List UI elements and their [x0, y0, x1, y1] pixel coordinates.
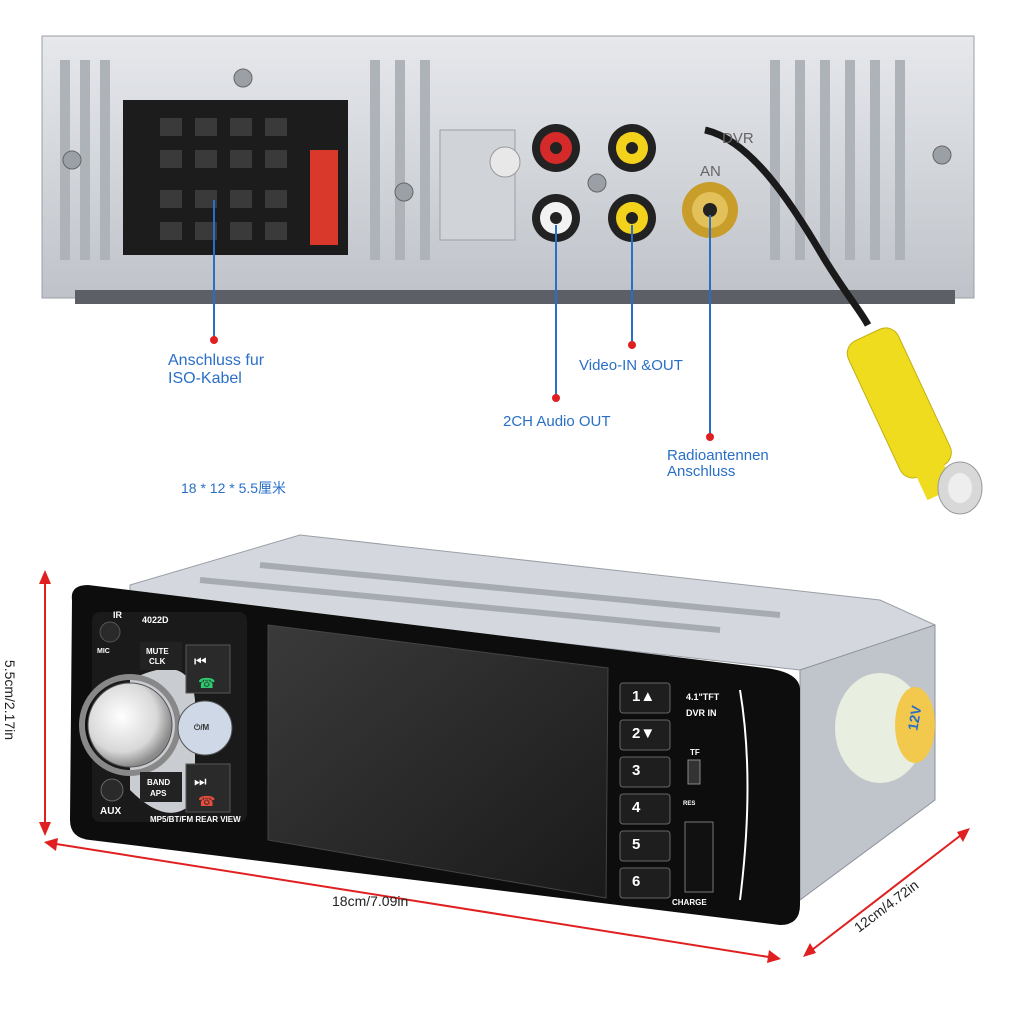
antenna-label-line1: Radioantennen: [667, 447, 769, 464]
height-dimension: 5.5cm/2.17in: [2, 659, 19, 741]
preset-1-label: 1▲: [632, 688, 656, 705]
screw-icon: [587, 173, 607, 193]
aux-label: AUX: [100, 806, 122, 817]
aux-jack: [100, 778, 124, 802]
power-button[interactable]: [177, 700, 233, 756]
preset-button-2[interactable]: [619, 719, 671, 751]
mute-button[interactable]: [140, 642, 182, 670]
preset-button-1[interactable]: [619, 682, 671, 714]
iso-label-line2: ISO-Kabel: [168, 370, 242, 387]
screw-icon: [62, 150, 82, 170]
dvr-in-label: DVR IN: [686, 708, 717, 718]
hangup-icon: ☎: [198, 794, 215, 810]
rca-audio-white: [532, 194, 580, 242]
preset-2-label: 2▼: [632, 725, 656, 742]
mic-label: MIC: [97, 648, 110, 655]
preset-button-6[interactable]: [619, 867, 671, 899]
screw-icon: [394, 182, 414, 202]
antenna-label-line2: Anschluss: [667, 463, 736, 480]
audio-label: 2CH Audio OUT: [503, 413, 611, 430]
callout-lines: [210, 200, 714, 441]
mute-label: MUTE: [146, 647, 169, 656]
size-note: 18 * 12 * 5.5厘米: [181, 480, 287, 496]
dvr-mark: DVR: [722, 130, 754, 147]
screw-icon: [233, 68, 253, 88]
tf-label: TF: [690, 748, 700, 757]
prev-icon: ⏮: [194, 654, 207, 670]
iso-label-line1: Anschluss fur: [168, 352, 265, 369]
res-label: RES: [683, 801, 696, 807]
antenna-label: Radioantennen Anschluss: [667, 448, 769, 480]
aps-label: APS: [150, 789, 167, 798]
preset-3-label: 3: [632, 762, 641, 779]
ir-label: IR: [113, 610, 122, 620]
dimension-arrows: [39, 570, 970, 963]
ant-mark: AN: [700, 163, 721, 180]
ir-sensor: [99, 621, 121, 643]
next-icon: ⏭: [194, 774, 207, 790]
video-label: Video-IN &OUT: [579, 357, 683, 374]
screw-icon: [932, 145, 952, 165]
rear-panel: [41, 35, 983, 515]
preset-button-5[interactable]: [619, 830, 671, 862]
next-button[interactable]: [185, 763, 231, 813]
prev-button[interactable]: [185, 644, 231, 694]
call-icon: ☎: [198, 676, 215, 692]
usb-charge-port[interactable]: [684, 821, 714, 893]
iso-label: Anschluss fur ISO-Kabel: [168, 352, 264, 388]
tf-card-slot[interactable]: [687, 759, 701, 785]
width-dimension: 18cm/7.09in: [332, 893, 409, 909]
antenna-jack: [682, 182, 738, 238]
preset-button-3[interactable]: [619, 756, 671, 788]
charge-label: CHARGE: [672, 898, 707, 907]
preset-6-label: 6: [632, 873, 641, 890]
preset-4-label: 4: [632, 799, 641, 816]
fuse: [310, 150, 338, 245]
display-screen: [267, 624, 609, 899]
model-label: 4022D: [142, 615, 169, 625]
power-label: ⏻/M: [194, 723, 210, 732]
volume-knob[interactable]: [87, 682, 173, 768]
head-unit: ⏮ ☎ ⏭ ☎: [70, 534, 936, 925]
clk-label: CLK: [149, 657, 166, 666]
tft-label: 4.1"TFT: [686, 692, 720, 702]
footer-label: MP5/BT/FM REAR VIEW: [150, 815, 241, 824]
rca-audio-red: [532, 124, 580, 172]
preset-5-label: 5: [632, 836, 641, 853]
preset-button-4[interactable]: [619, 793, 671, 825]
dvr-cable: [704, 126, 872, 327]
rca-video-yellow-top: [608, 124, 656, 172]
band-button[interactable]: [140, 772, 182, 802]
rca-video-yellow-bottom: [608, 194, 656, 242]
band-label: BAND: [147, 778, 171, 787]
